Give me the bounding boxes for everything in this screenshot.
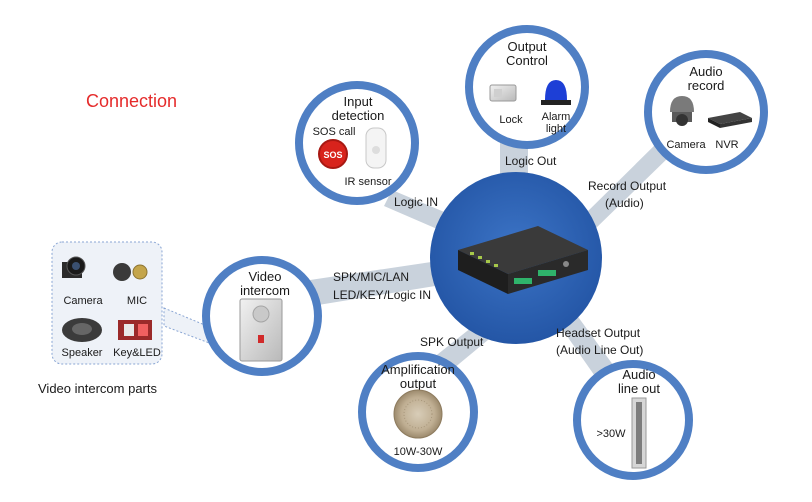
input-detection-title-1: Input — [344, 94, 373, 109]
amplification-title-1: Amplification — [381, 362, 455, 377]
ir-sensor-label: IR sensor — [344, 176, 391, 188]
input-detection-title-2: detection — [332, 108, 385, 123]
audio-line-out-title-2: line out — [618, 381, 660, 396]
sos-call-label: SOS call — [313, 126, 356, 138]
amplification-title-2: output — [400, 376, 437, 391]
part-speaker-label: Speaker — [62, 347, 103, 359]
amplification-power-label: 10W-30W — [394, 446, 443, 458]
nvr-label: NVR — [715, 139, 738, 151]
spoke-audio-record — [583, 140, 672, 230]
alarm-light-icon — [541, 80, 571, 105]
output-control-title-2: Control — [506, 53, 548, 68]
sos-text: SOS — [323, 150, 342, 160]
spoke-video-intercom — [310, 258, 460, 306]
audio-record-title-1: Audio — [689, 64, 722, 79]
label-logic-in: Logic IN — [394, 195, 438, 209]
hub-device-icon — [458, 226, 588, 294]
lock-label: Lock — [499, 114, 523, 126]
dome-camera-icon — [670, 96, 694, 126]
node-audio-record: Audio record Camera NVR — [644, 50, 768, 174]
node-video-intercom: Video intercom — [202, 256, 322, 376]
video-intercom-title-2: intercom — [240, 283, 290, 298]
label-record-output: Record Output — [588, 179, 667, 193]
speaker-part-icon — [62, 318, 102, 342]
intercom-panel-icon — [239, 298, 283, 362]
audio-record-title-2: record — [688, 78, 725, 93]
parts-bubble: Camera MIC Speaker Key&LED — [51, 241, 163, 365]
node-output-control: Output Control Lock Alarm light — [465, 25, 589, 149]
node-amplification-output: Amplification output 10W-30W — [358, 352, 478, 472]
sos-button-icon: SOS — [318, 139, 348, 169]
label-logic-out: Logic Out — [505, 154, 557, 168]
part-key-led-label: Key&LED — [113, 347, 161, 359]
alarm-label-1: Alarm — [542, 111, 571, 123]
camera-label: Camera — [666, 139, 706, 151]
nvr-icon — [708, 112, 752, 128]
audio-line-out-power-label: >30W — [596, 428, 626, 440]
label-audio-line-out: (Audio Line Out) — [556, 343, 643, 357]
node-input-detection: Input detection SOS call SOS IR sensor — [295, 81, 419, 205]
link-labels: Logic Out Logic IN Record Output (Audio)… — [333, 154, 667, 357]
label-headset-output: Headset Output — [556, 326, 641, 340]
alarm-label-2: light — [546, 123, 566, 135]
ir-sensor-icon — [365, 127, 387, 169]
node-audio-line-out: Audio line out >30W — [573, 360, 693, 480]
label-record-output-audio: (Audio) — [605, 196, 644, 210]
lock-icon — [489, 84, 517, 102]
label-spk-output: SPK Output — [420, 335, 484, 349]
video-intercom-title-1: Video — [248, 269, 281, 284]
hub-node — [430, 172, 602, 344]
ceiling-speaker-icon — [393, 389, 443, 439]
page-title: Connection — [86, 91, 177, 111]
parts-caption: Video intercom parts — [38, 381, 157, 396]
label-led-key-logic: LED/KEY/Logic IN — [333, 288, 431, 302]
mic-icon — [113, 263, 148, 281]
audio-line-out-title-1: Audio — [622, 367, 655, 382]
part-camera-label: Camera — [63, 295, 103, 307]
output-control-title-1: Output — [507, 39, 546, 54]
key-led-icon — [118, 320, 152, 340]
part-mic-label: MIC — [127, 295, 147, 307]
label-spk-mic-lan: SPK/MIC/LAN — [333, 270, 409, 284]
column-speaker-icon — [631, 397, 647, 469]
module-camera-icon — [62, 256, 86, 278]
